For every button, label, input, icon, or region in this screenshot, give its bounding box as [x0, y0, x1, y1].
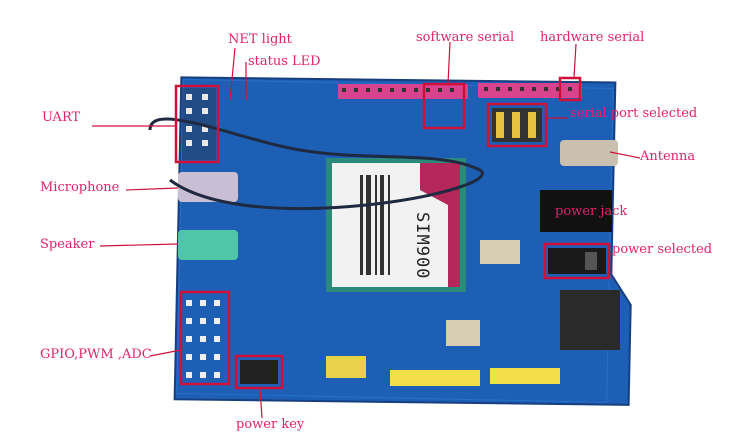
software-serial-callout — [422, 82, 466, 130]
power-jack — [540, 190, 612, 232]
header-yellow-left — [390, 370, 480, 386]
power-select-switch — [548, 248, 606, 274]
antenna-connector — [560, 140, 618, 166]
label-uart: UART — [42, 110, 81, 125]
label-power-key: power key — [236, 417, 305, 432]
speaker-jack — [178, 230, 238, 260]
microphone-jack — [178, 172, 238, 202]
label-serial-port-selected: serial port selected — [570, 106, 698, 121]
label-hardware-serial: hardware serial — [540, 30, 645, 45]
label-status-led: status LED — [248, 54, 321, 69]
label-gpio-pwm-adc: GPIO,PWM ,ADC — [40, 347, 152, 362]
header-yellow-right — [490, 368, 560, 384]
module-name: SIM900 — [412, 212, 432, 280]
serial-select-callout — [486, 102, 548, 148]
header-pink-right — [478, 83, 582, 98]
label-power-jack: power jack — [555, 204, 628, 219]
label-net-light: NET light — [228, 32, 292, 47]
power-selected-callout — [543, 242, 611, 280]
label-speaker: Speaker — [40, 237, 95, 252]
label-software-serial: software serial — [416, 30, 515, 45]
label-antenna: Antenna — [640, 149, 696, 164]
label-microphone: Microphone — [40, 180, 120, 195]
gpio-callout — [179, 290, 231, 386]
power-key-callout — [234, 354, 284, 390]
power-key-button — [240, 360, 278, 384]
label-power-selected: power selected — [612, 242, 713, 257]
uart-callout — [174, 84, 220, 164]
hardware-serial-callout — [558, 76, 582, 102]
